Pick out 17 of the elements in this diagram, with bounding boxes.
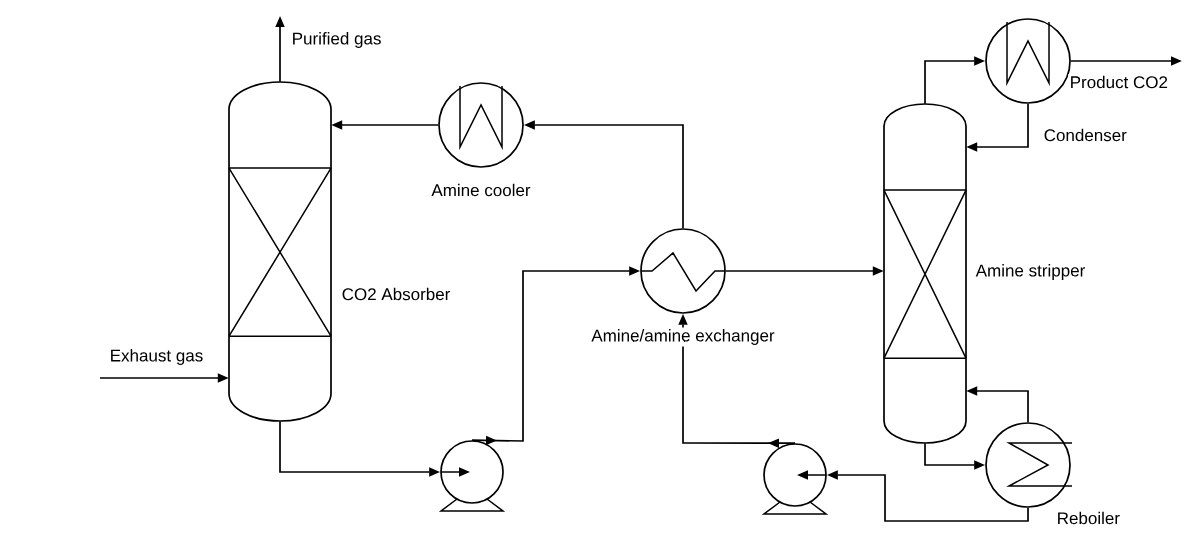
equipment-label: CO2 Absorber xyxy=(340,286,452,302)
stream-label: Product CO2 xyxy=(1068,74,1170,90)
pump-symbol xyxy=(761,443,829,515)
equipment-label: Amine cooler xyxy=(429,182,533,198)
heat-exchanger-symbol xyxy=(985,18,1071,104)
pump-symbol xyxy=(438,440,506,512)
heat-exchanger-symbol xyxy=(438,82,524,168)
heat-exchanger-symbol xyxy=(640,228,726,314)
stream-label: Exhaust gas xyxy=(108,347,205,367)
column-vessel xyxy=(883,103,967,444)
equipment-label: Amine/amine exchanger xyxy=(589,327,777,347)
equipment-label: Condenser xyxy=(1042,127,1129,143)
heat-exchanger-symbol xyxy=(985,422,1073,508)
stream-label: Purified gas xyxy=(290,30,383,50)
equipment-label: Reboiler xyxy=(1055,510,1122,526)
column-vessel xyxy=(228,81,332,422)
equipment-label: Amine stripper xyxy=(974,262,1087,282)
